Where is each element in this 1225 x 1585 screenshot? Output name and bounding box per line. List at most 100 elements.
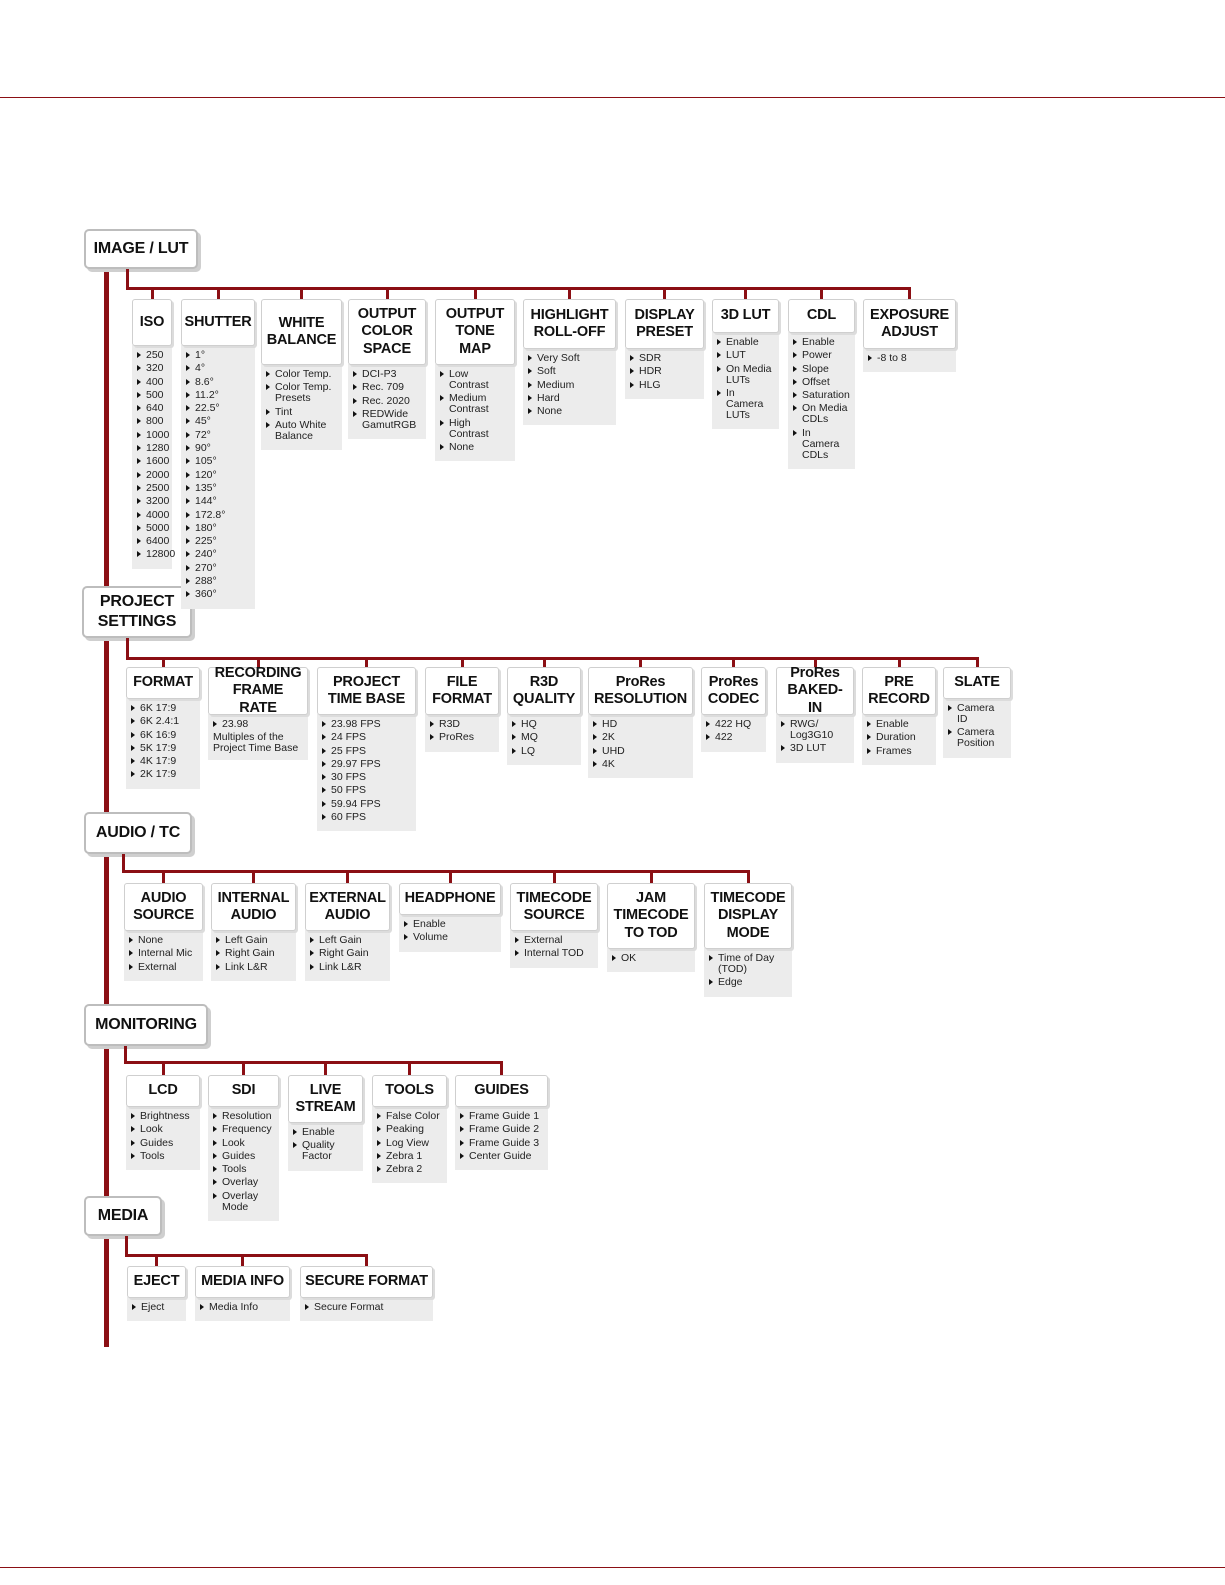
menu-option[interactable]: 23.98 <box>213 719 303 730</box>
menu-option[interactable]: 45° <box>186 416 250 427</box>
section-monitoring[interactable]: MONITORING <box>84 1004 208 1046</box>
menu-category-title[interactable]: OUTPUT TONE MAP <box>435 299 515 365</box>
menu-option[interactable]: In Camera LUTs <box>717 387 774 421</box>
menu-category-title[interactable]: R3D QUALITY <box>507 667 581 715</box>
menu-option[interactable]: Zebra 1 <box>377 1150 442 1162</box>
menu-option[interactable]: Rec. 2020 <box>353 395 421 407</box>
menu-option[interactable]: Tools <box>213 1164 274 1175</box>
menu-option[interactable]: R3D <box>430 719 494 730</box>
menu-option[interactable]: Tint <box>266 406 337 418</box>
menu-option[interactable]: 320 <box>137 363 167 374</box>
menu-category-title[interactable]: PROJECT TIME BASE <box>317 667 416 715</box>
menu-option[interactable]: Left Gain <box>216 935 291 946</box>
menu-option[interactable]: 172.8° <box>186 509 250 521</box>
menu-option[interactable]: None <box>440 441 510 453</box>
menu-option[interactable]: HD <box>593 719 688 730</box>
menu-option[interactable]: 1° <box>186 350 250 361</box>
menu-option[interactable]: RWG/ Log3G10 <box>781 719 849 741</box>
menu-option[interactable]: 24 FPS <box>322 732 411 743</box>
menu-option[interactable]: Left Gain <box>310 935 385 946</box>
menu-option[interactable]: Duration <box>867 732 931 743</box>
menu-option[interactable]: 105° <box>186 456 250 467</box>
menu-option[interactable]: 135° <box>186 482 250 494</box>
menu-option[interactable]: Overlay <box>213 1177 274 1188</box>
menu-category-title[interactable]: INTERNAL AUDIO <box>211 883 296 931</box>
menu-category-title[interactable]: EJECT <box>127 1266 186 1298</box>
section-project-settings[interactable]: PROJECT SETTINGS <box>82 586 192 638</box>
menu-option[interactable]: -8 to 8 <box>868 353 951 364</box>
menu-option[interactable]: External <box>515 935 593 946</box>
menu-option[interactable]: 3200 <box>137 496 169 507</box>
menu-option[interactable]: 225° <box>186 536 250 547</box>
section-image-lut[interactable]: IMAGE / LUT <box>84 229 198 269</box>
menu-option[interactable]: 4000 <box>137 509 169 521</box>
menu-option[interactable]: Zebra 2 <box>377 1164 442 1175</box>
menu-category-title[interactable]: DISPLAY PRESET <box>625 299 704 349</box>
menu-option[interactable]: Offset <box>793 376 850 388</box>
menu-option[interactable]: 2000 <box>137 469 169 481</box>
menu-category-title[interactable]: ProRes CODEC <box>701 667 766 715</box>
menu-category-title[interactable]: SECURE FORMAT <box>300 1266 433 1298</box>
menu-category-title[interactable]: FORMAT <box>126 667 200 699</box>
menu-option[interactable]: Guides <box>213 1150 274 1162</box>
menu-option[interactable]: Peaking <box>377 1124 442 1135</box>
menu-option[interactable]: Secure Format <box>305 1302 428 1313</box>
menu-option[interactable]: Slope <box>793 363 850 375</box>
menu-option[interactable]: 12800 <box>137 549 175 560</box>
menu-option[interactable]: Frame Guide 1 <box>460 1111 543 1122</box>
menu-option[interactable]: Look <box>131 1124 195 1135</box>
menu-option[interactable]: Color Temp. Presets <box>266 382 337 404</box>
menu-option[interactable]: None <box>129 935 198 946</box>
menu-option[interactable]: 25 FPS <box>322 745 411 757</box>
menu-option[interactable]: 4K <box>593 758 688 770</box>
menu-option[interactable]: Low Contrast <box>440 369 510 391</box>
menu-category-title[interactable]: TIMECODE SOURCE <box>510 883 598 931</box>
menu-category-title[interactable]: FILE FORMAT <box>425 667 499 715</box>
menu-option[interactable]: Internal Mic <box>129 948 198 959</box>
menu-option[interactable]: 1000 <box>137 429 169 441</box>
menu-option[interactable]: Very Soft <box>528 353 611 364</box>
menu-category-secure-format[interactable]: SECURE FORMAT Secure Format <box>300 1266 433 1322</box>
menu-option[interactable]: 120° <box>186 469 250 481</box>
menu-option[interactable]: Camera ID <box>948 703 1006 725</box>
menu-option[interactable]: Enable <box>293 1127 358 1138</box>
menu-category-title[interactable]: PRE RECORD <box>862 667 936 715</box>
menu-option[interactable]: Quality Factor <box>293 1140 358 1162</box>
menu-option[interactable]: Power <box>793 350 850 361</box>
menu-option[interactable]: 1280 <box>137 443 169 454</box>
menu-option[interactable]: 1600 <box>137 456 169 467</box>
menu-option[interactable]: Media Info <box>200 1302 285 1313</box>
menu-option[interactable]: UHD <box>593 745 688 757</box>
menu-option[interactable]: 6K 16:9 <box>131 729 195 741</box>
menu-option[interactable]: 2500 <box>137 482 169 494</box>
menu-option[interactable]: Volume <box>404 932 496 943</box>
menu-option[interactable]: Medium Contrast <box>440 393 510 415</box>
menu-option[interactable]: SDR <box>630 353 699 364</box>
menu-option[interactable]: Hard <box>528 392 611 404</box>
menu-option[interactable]: 59.94 FPS <box>322 798 411 810</box>
menu-option[interactable]: Right Gain <box>216 948 291 959</box>
menu-category-title[interactable]: RECORDING FRAME RATE <box>208 665 308 716</box>
menu-option[interactable]: 6K 2.4:1 <box>131 716 195 727</box>
menu-option[interactable]: Look <box>213 1137 274 1149</box>
menu-option[interactable]: 144° <box>186 496 250 507</box>
menu-option[interactable]: Enable <box>793 337 850 348</box>
menu-category-title[interactable]: HEADPHONE <box>399 883 501 915</box>
menu-category-title[interactable]: TOOLS <box>372 1075 447 1107</box>
menu-option[interactable]: Enable <box>717 337 774 348</box>
menu-option[interactable]: 29.97 FPS <box>322 758 411 770</box>
menu-option[interactable]: Camera Position <box>948 727 1006 749</box>
